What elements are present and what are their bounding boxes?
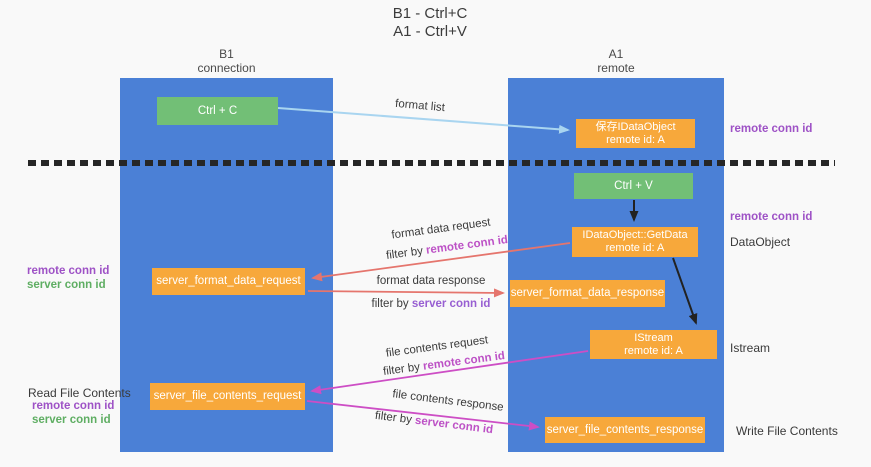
left-remote-conn-id-label-1: remote conn id: [27, 265, 110, 277]
server-file-contents-response-label: server_file_contents_response: [546, 423, 704, 436]
lane-a1-role: remote: [597, 61, 635, 75]
server-file-contents-response-box: server_file_contents_response: [545, 417, 705, 443]
lane-header-a1: A1 remote: [508, 47, 724, 75]
istream-box: IStream remote id: A: [590, 330, 717, 359]
left-server-conn-id-label-1: server conn id: [27, 279, 106, 291]
lane-a1-name: A1: [608, 47, 624, 61]
ctrl-v-box: Ctrl + V: [574, 173, 693, 199]
lane-b1-name: B1: [219, 47, 234, 61]
format-data-response-arrow: [307, 288, 505, 298]
ctrl-c-box: Ctrl + C: [157, 97, 278, 125]
save-dataobject-line2: remote id: A: [606, 133, 665, 146]
filter-by-text: filter by: [382, 360, 424, 378]
getdata-box: IDataObject::GetData remote id: A: [572, 227, 698, 257]
right-write-file-contents-label: Write File Contents: [736, 424, 838, 438]
format-data-response-filter-label: filter by server conn id: [372, 298, 491, 310]
left-read-file-contents-label: Read File Contents: [28, 386, 131, 400]
server-file-contents-request-label: server_file_contents_request: [153, 390, 302, 402]
right-remote-conn-id-label-2: remote conn id: [730, 211, 813, 223]
right-istream-label: Istream: [730, 341, 771, 355]
istream-line1: IStream: [634, 331, 673, 344]
title-line-2: A1 - Ctrl+V: [393, 23, 467, 40]
server-file-contents-request-box: server_file_contents_request: [150, 383, 305, 410]
server-format-data-request-box: server_format_data_request: [152, 268, 305, 295]
file-contents-response-filter-label: filter by server conn id: [374, 410, 493, 436]
right-remote-conn-id-label-1: remote conn id: [730, 123, 813, 135]
server-format-data-request-label: server_format_data_request: [156, 275, 301, 287]
diagram-title: B1 - Ctrl+C A1 - Ctrl+V: [280, 5, 580, 41]
lane-header-b1: B1 connection: [120, 47, 333, 75]
title-line-1: B1 - Ctrl+C: [392, 5, 468, 22]
server-format-data-response-label: server_format_data_response: [510, 287, 665, 299]
filter-by-text: filter by: [371, 298, 412, 310]
ctrl-c-label: Ctrl + C: [197, 104, 238, 117]
server-conn-id-text: server conn id: [414, 414, 494, 437]
ctrl-v-label: Ctrl + V: [614, 179, 653, 192]
format-list-label: format list: [394, 97, 446, 115]
server-format-data-response-box: server_format_data_response: [510, 280, 665, 307]
left-server-conn-id-label-2: server conn id: [32, 414, 111, 426]
save-dataobject-line1: 保存IDataObject: [595, 120, 676, 133]
remote-conn-id-text: remote conn id: [425, 234, 509, 257]
remote-conn-id-text: remote conn id: [422, 350, 506, 373]
file-contents-response-label: file contents response: [391, 388, 505, 414]
right-dataobject-label: DataObject: [730, 235, 791, 249]
format-data-response-label: format data response: [376, 275, 486, 287]
filter-by-text: filter by: [374, 409, 416, 427]
left-remote-conn-id-label-2: remote conn id: [32, 400, 115, 412]
server-conn-id-text: server conn id: [411, 298, 491, 310]
istream-line2: remote id: A: [624, 344, 683, 357]
save-dataobject-box: 保存IDataObject remote id: A: [576, 119, 695, 148]
getdata-line2: remote id: A: [605, 242, 665, 254]
filter-by-text: filter by: [385, 244, 427, 262]
lane-b1-role: connection: [197, 61, 256, 75]
getdata-line1: IDataObject::GetData: [582, 229, 688, 241]
